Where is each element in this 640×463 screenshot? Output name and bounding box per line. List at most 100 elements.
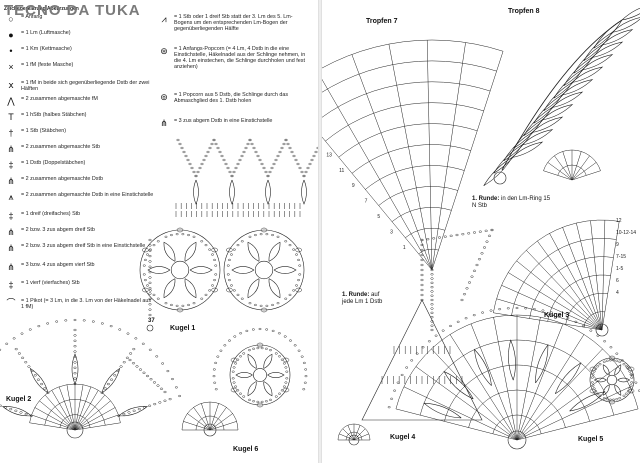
lattice-chain [188, 162, 192, 166]
kugel2-fan-spoke [34, 407, 76, 431]
lattice-chain [266, 174, 270, 178]
kugel6-outer-chain [304, 368, 308, 371]
tropfen7-tail-chain [430, 290, 434, 293]
kugel6-flower-chain [269, 349, 272, 352]
kugel5-fan-spoke [431, 348, 518, 441]
kugel2-fan-spoke [74, 384, 84, 431]
kugel6-flower-chain [232, 366, 236, 369]
kugel2-outer-chain [155, 355, 159, 358]
kugel2-fan-spoke [58, 386, 76, 431]
kugel2-outer-chain [134, 337, 138, 340]
kugel1-flower-left-center [170, 260, 190, 280]
kugel1-flower-right-chain [295, 284, 298, 287]
tropfen8-leaf-right [561, 79, 594, 96]
legend-left-row: ⋔= 2 zusammen abgemaschte Dstb [4, 176, 154, 192]
kugel5-side-flower-petal [602, 384, 610, 396]
note-left-runde-text: auf jede Lm 1 Dstb [342, 292, 383, 305]
legend-right-text: = 1 Anfangs-Popcorn (= 4 Lm, 4 Dstb in d… [174, 46, 306, 70]
kugel6-outer-chain [277, 332, 281, 335]
lattice-chain [202, 158, 206, 162]
kugel2-spike-chain [27, 365, 31, 368]
kugel5-side-flower-picot [608, 399, 616, 405]
kugel3-fan-ring [565, 293, 608, 325]
kugel4-top-chain [461, 233, 465, 236]
kugel5-side-flower-chain [622, 394, 626, 397]
kugel2-spike-chain [163, 399, 167, 402]
kugel5-outer-chain [634, 381, 638, 384]
kugel2-fan-spoke [74, 394, 106, 431]
label-tropfen7: Tropfen 7 [366, 18, 398, 25]
kugel6-side-chain [145, 374, 150, 378]
kugel2-fan-spoke [74, 400, 111, 431]
lattice-chain [282, 142, 286, 146]
lattice-leaf [265, 179, 271, 205]
kugel4-top-chain [420, 293, 424, 297]
kugel1-flower-left-chain [148, 248, 152, 251]
kugel5-side-flower-chain [590, 381, 594, 384]
kugel2-center [66, 421, 84, 439]
kugel4-top-chain [455, 233, 459, 237]
kugel2-outer-chain [5, 342, 9, 345]
kugel4-top-chain [482, 246, 487, 249]
kugel1-flower-left-chain [213, 258, 216, 262]
kugel6-flower-chain [236, 358, 240, 361]
legend-left-row: ⩚= 2 zusammen abgemaschte Dstb in eine E… [4, 192, 154, 211]
kugel2-spike-chain [113, 374, 117, 377]
kugel2-spike-chain [153, 402, 157, 406]
tropfen7-fan-ring [351, 144, 471, 174]
lattice-chain [288, 146, 292, 150]
lattice-leaf [229, 179, 235, 205]
tropfen7-fan-spoke [431, 51, 504, 271]
kugel2-outer-chain [73, 318, 77, 322]
kugel2-fan-spoke [31, 414, 76, 431]
kugel4-top-chain [472, 269, 477, 272]
kugel6-flower-chain [274, 352, 278, 355]
legend-left-text: = 1 fM (feste Masche) [21, 62, 74, 68]
kugel2-outer-chain [37, 325, 41, 328]
lattice-chain [232, 170, 236, 174]
tropfen7-tail-chain [430, 286, 434, 289]
kugel1-flower-left-chain [200, 240, 204, 243]
kugel2-outer-chain [100, 322, 104, 325]
kugel4-triangle [361, 299, 483, 421]
kugel5-outer-chain [434, 334, 438, 337]
kugel6-side-chain [159, 387, 164, 390]
kugel5-side-flower-chain [608, 359, 612, 362]
kugel6-flower-chain [285, 370, 289, 373]
legend-left-text: = 2 zusammen abgemaschte Dstb in eine Ei… [21, 192, 154, 198]
side-chain [148, 313, 152, 317]
tropfen7-fan-ring [325, 102, 484, 142]
kugel1-flower-left-chain [181, 233, 185, 236]
kugel3-fan-ring [547, 274, 611, 322]
kugel2-outer-chain [55, 320, 59, 323]
kugel2-spike-chain [14, 347, 18, 351]
kugel1-flower-left-picot [142, 247, 149, 253]
kugel6-outer-chain [289, 339, 292, 342]
kugel2-spike-chain [24, 361, 28, 364]
kugel1-flower-right-chain [271, 233, 274, 237]
lattice-chain [316, 146, 318, 150]
kugel5-outer-chain [574, 320, 578, 323]
tropfen8-leaf-right [581, 54, 614, 71]
legend-left-text: = 1 Lm (Luftmasche) [21, 30, 71, 36]
kugel6-side-chain [156, 384, 160, 387]
label-kugel1: Kugel 1 [170, 325, 196, 332]
kugel5-side-flower-chain [622, 363, 626, 366]
kugel6-flower-chain [284, 381, 288, 384]
side-chain [148, 308, 152, 311]
kugel6-outer-chain [265, 328, 269, 331]
kugel1-flower-right-chain [292, 248, 296, 251]
kugel5-outer-chain [506, 307, 510, 310]
kugel5-side-flower-chain [618, 360, 622, 363]
label-kugel6: Kugel 6 [233, 446, 259, 453]
lattice-chain [268, 170, 272, 174]
kugel5-fan-ring [419, 339, 615, 416]
tropfen7-tail-chain [430, 277, 434, 280]
kugel1-flower-left-chain [156, 240, 160, 243]
kugel5-side-flower-chain [605, 359, 609, 362]
kugel1-flower-left-outline [139, 229, 221, 311]
lattice-chain [190, 166, 194, 170]
tropfen7-fan-spoke [322, 78, 433, 271]
kugel2-spike-chain [73, 339, 77, 342]
kugel4-top-chain [467, 232, 471, 235]
